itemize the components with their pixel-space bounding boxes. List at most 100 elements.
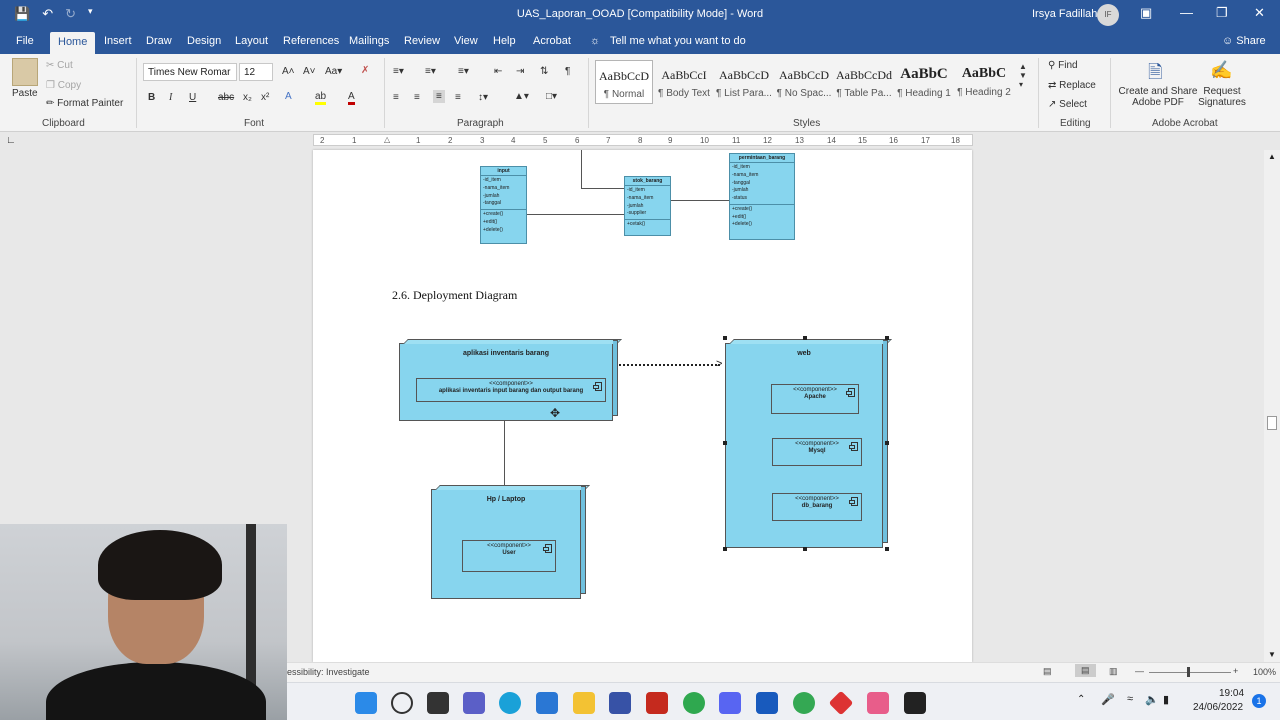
bullets-icon[interactable]: ≡▾ xyxy=(393,66,404,77)
restore-icon[interactable]: ❐ xyxy=(1216,5,1228,20)
close-icon[interactable]: ✕ xyxy=(1254,5,1265,20)
component-mysql[interactable]: <<component>> Mysql xyxy=(772,438,862,466)
font-name-box[interactable]: Times New Romar xyxy=(143,63,237,81)
task-view-icon[interactable] xyxy=(427,692,449,714)
style-table-paragraph[interactable]: AaBbCcDd¶ Table Pa... xyxy=(835,60,893,104)
zoom-slider-thumb[interactable] xyxy=(1187,667,1190,677)
chrome-profile-icon[interactable] xyxy=(793,692,815,714)
increase-indent-icon[interactable]: ⇥ xyxy=(516,66,525,77)
grow-font-icon[interactable]: A˄ xyxy=(282,66,295,77)
align-center-icon[interactable]: ≡ xyxy=(414,92,420,103)
align-right-icon[interactable]: ≡ xyxy=(433,90,445,103)
text-effects-icon[interactable]: A xyxy=(285,91,292,102)
chrome-icon[interactable] xyxy=(683,692,705,714)
copy-button[interactable]: ❐ Copy xyxy=(46,80,81,91)
tab-layout[interactable]: Layout xyxy=(235,35,269,47)
select-button[interactable]: ↗ Select xyxy=(1048,99,1087,110)
line-spacing-icon[interactable]: ↕▾ xyxy=(478,92,489,103)
paste-icon[interactable] xyxy=(12,58,38,86)
selection-handle[interactable] xyxy=(885,336,889,340)
selection-handle[interactable] xyxy=(885,441,889,445)
discord-icon[interactable] xyxy=(719,692,741,714)
git-icon[interactable] xyxy=(828,690,854,716)
superscript-icon[interactable]: x² xyxy=(261,92,270,103)
selection-handle[interactable] xyxy=(803,547,807,551)
undo-icon[interactable]: ↶ xyxy=(42,6,54,21)
style-heading-2[interactable]: AaBbC¶ Heading 2 xyxy=(955,60,1013,104)
clear-formatting-icon[interactable]: ✗ xyxy=(361,65,370,76)
ribbon-display-icon[interactable]: ▣ xyxy=(1140,5,1153,20)
multilevel-list-icon[interactable]: ≡▾ xyxy=(458,66,469,77)
node-aplikasi-inventaris[interactable]: aplikasi inventaris barang <<component>>… xyxy=(399,339,622,421)
word-icon[interactable] xyxy=(756,692,778,714)
scroll-down-icon[interactable]: ▼ xyxy=(1268,650,1276,659)
component-db-barang[interactable]: <<component>> db_barang xyxy=(772,493,862,521)
sort-icon[interactable]: ⇅ xyxy=(540,66,549,77)
volume-icon[interactable]: 🔈 xyxy=(1145,694,1159,706)
search-icon[interactable] xyxy=(391,692,413,714)
app-icon[interactable] xyxy=(904,692,926,714)
tab-review[interactable]: Review xyxy=(404,35,441,47)
style-heading-1[interactable]: AaBbC¶ Heading 1 xyxy=(895,60,953,104)
zoom-out-icon[interactable]: — xyxy=(1135,666,1144,676)
adobe-icon[interactable] xyxy=(646,692,668,714)
accessibility-status[interactable]: essibility: Investigate xyxy=(287,667,370,677)
zoom-in-icon[interactable]: + xyxy=(1233,666,1239,676)
wifi-icon[interactable]: ≈ xyxy=(1127,693,1134,705)
format-painter-button[interactable]: ✏ Format Painter xyxy=(46,98,123,109)
teams-icon[interactable] xyxy=(463,692,485,714)
web-layout-icon[interactable]: ▥ xyxy=(1109,666,1118,676)
tab-acrobat[interactable]: Acrobat xyxy=(533,35,571,47)
style-no-spacing[interactable]: AaBbCcD¶ No Spac... xyxy=(775,60,833,104)
clock-time[interactable]: 19:04 xyxy=(1219,688,1245,699)
tab-home[interactable]: Home xyxy=(50,32,96,54)
selection-handle[interactable] xyxy=(803,336,807,340)
create-pdf-button[interactable]: Create and Share Adobe PDF xyxy=(1118,86,1198,108)
styles-gallery-scroll-icon[interactable]: ▲▼▾ xyxy=(1019,62,1027,89)
zoom-level[interactable]: 100% xyxy=(1253,667,1277,677)
cut-button[interactable]: ✂ Cut xyxy=(46,60,73,71)
vertical-scrollbar[interactable]: ▲ ▼ xyxy=(1264,150,1280,662)
highlight-icon[interactable]: ab xyxy=(315,91,327,105)
scroll-up-icon[interactable]: ▲ xyxy=(1268,152,1276,161)
subscript-icon[interactable]: x₂ xyxy=(243,92,252,103)
paste-button[interactable]: Paste xyxy=(12,88,38,99)
tell-me-search[interactable]: Tell me what you want to do xyxy=(610,35,746,47)
tab-references[interactable]: References xyxy=(283,35,340,47)
selection-handle[interactable] xyxy=(723,441,727,445)
tab-mailings[interactable]: Mailings xyxy=(349,35,390,47)
node-hp-laptop[interactable]: Hp / Laptop <<component>> User xyxy=(431,485,590,599)
node-web[interactable]: web <<component>> Apache <<component>> M… xyxy=(725,339,892,548)
selection-handle[interactable] xyxy=(723,336,727,340)
class-input[interactable]: input -id_item -nama_item -jumlah -tangg… xyxy=(480,166,527,244)
numbering-icon[interactable]: ≡▾ xyxy=(425,66,436,77)
tab-design[interactable]: Design xyxy=(187,35,222,47)
file-explorer-icon[interactable] xyxy=(573,692,595,714)
chevron-up-icon[interactable]: ⌃ xyxy=(1077,694,1086,705)
avatar[interactable]: IF xyxy=(1097,4,1119,26)
class-stok-barang[interactable]: stok_barang -id_item -nama_item -jumlah … xyxy=(624,176,671,236)
tab-selector-icon[interactable]: ∟ xyxy=(6,135,16,146)
selection-handle[interactable] xyxy=(723,547,727,551)
tab-view[interactable]: View xyxy=(454,35,478,47)
find-button[interactable]: ⚲ Find xyxy=(1048,60,1078,71)
zoom-slider[interactable] xyxy=(1149,672,1231,673)
borders-icon[interactable]: □▾ xyxy=(546,91,558,102)
print-layout-icon[interactable]: ▤ xyxy=(1075,664,1096,677)
tab-help[interactable]: Help xyxy=(493,35,516,47)
scroll-thumb[interactable] xyxy=(1267,416,1277,430)
style-body-text[interactable]: AaBbCcI¶ Body Text xyxy=(655,60,713,104)
font-size-box[interactable]: 12 xyxy=(239,63,273,81)
component-apache[interactable]: <<component>> Apache xyxy=(771,384,859,414)
component-aplikasi[interactable]: <<component>> aplikasi inventaris input … xyxy=(416,378,606,402)
notification-badge[interactable]: 1 xyxy=(1252,694,1266,708)
share-button[interactable]: ☺ Share xyxy=(1222,35,1266,47)
snipping-tool-icon[interactable] xyxy=(867,692,889,714)
save-icon[interactable]: 💾 xyxy=(14,6,31,21)
tab-insert[interactable]: Insert xyxy=(104,35,132,47)
component-user[interactable]: <<component>> User xyxy=(462,540,556,572)
clock-date[interactable]: 24/06/2022 xyxy=(1193,702,1244,713)
windows-start-icon[interactable] xyxy=(355,692,377,714)
align-left-icon[interactable]: ≡ xyxy=(393,92,399,103)
focus-mode-icon[interactable]: ▤ xyxy=(1043,666,1052,676)
